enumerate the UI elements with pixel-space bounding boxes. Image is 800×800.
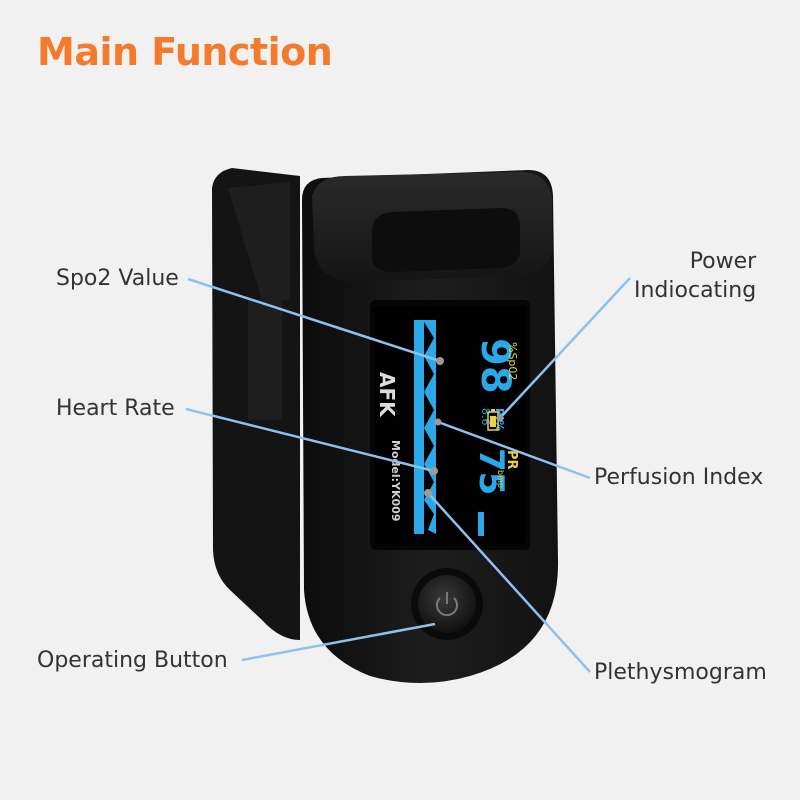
leader-spo2	[187, 277, 441, 363]
label-plethysmogram: Plethysmogram	[594, 660, 767, 685]
label-power-indicating: Power Indiocating	[634, 247, 756, 305]
label-operating-button: Operating Button	[37, 648, 228, 673]
spo2-unit: %Sp02	[506, 342, 519, 380]
label-power-line2: Indiocating	[634, 278, 757, 303]
leader-pleth	[427, 492, 591, 673]
label-heart-rate: Heart Rate	[56, 396, 175, 421]
model-text: Model:YK009	[389, 440, 402, 521]
label-power-line1: Power	[689, 249, 757, 274]
pr-unit: bmp	[496, 470, 505, 488]
label-spo2-value: Spo2 Value	[56, 266, 179, 291]
screen	[374, 306, 526, 544]
battery-icon	[487, 409, 499, 431]
leader-dots	[424, 357, 504, 497]
page-title: Main Function	[37, 30, 333, 74]
brand-text: AFK	[375, 372, 399, 418]
plethysmogram-wave	[414, 320, 436, 534]
pr-value: 75	[471, 448, 511, 495]
leader-power	[499, 277, 631, 419]
pr-label: PR	[504, 450, 519, 470]
leader-lines	[185, 277, 631, 673]
label-perfusion-index: Perfusion Index	[594, 465, 764, 490]
pulse-bar	[478, 512, 484, 536]
leader-button	[241, 622, 436, 662]
leader-perfusion	[437, 420, 591, 480]
spo2-value: 98	[472, 338, 518, 394]
power-icon	[436, 592, 458, 617]
leader-heart-rate	[185, 407, 435, 473]
